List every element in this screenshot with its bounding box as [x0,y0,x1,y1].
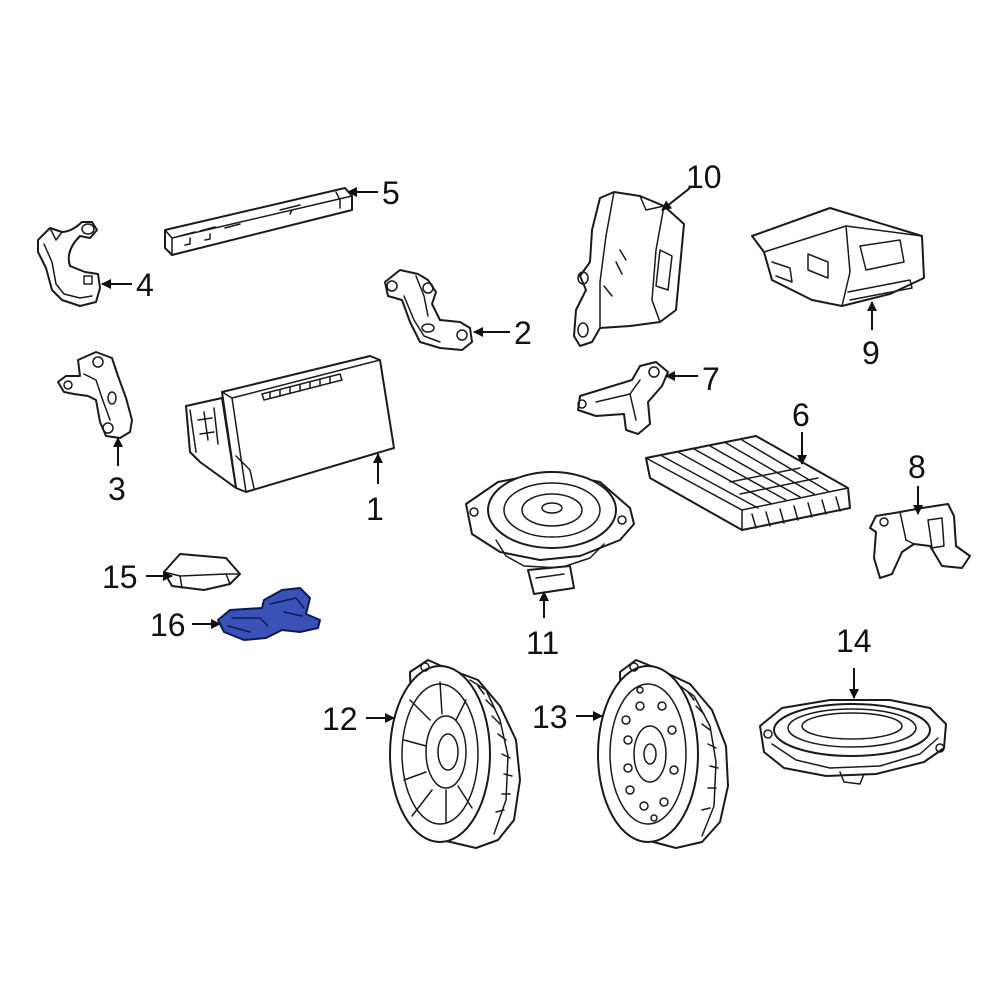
callout-5: 5 [382,175,400,211]
callout-11: 11 [526,625,559,661]
callout-13: 13 [532,699,568,735]
callout-6: 6 [792,397,810,433]
part-7-bracket[interactable] [577,361,669,435]
callout-7: 7 [702,361,720,397]
part-5-bar[interactable] [164,187,353,256]
callout-15: 15 [102,559,138,595]
callout-12: 12 [322,701,358,737]
callout-9: 9 [862,335,880,371]
part-9-module[interactable] [751,207,925,307]
callout-1: 1 [366,491,384,527]
part-3-bracket[interactable] [57,351,133,439]
leader-lines [101,187,923,723]
part-15-block[interactable] [163,553,241,591]
part-10-module[interactable] [573,191,685,347]
callout-16: 16 [150,607,186,643]
part-6-amplifier[interactable] [645,435,851,531]
callout-14: 14 [836,623,872,659]
part-16-bracket[interactable] [217,587,321,641]
callout-2: 2 [514,315,532,351]
part-16-body [217,587,321,641]
callout-4: 4 [136,267,154,303]
part-11-speaker[interactable] [465,471,635,595]
callout-10: 10 [686,159,722,195]
part-1-head-unit[interactable] [185,355,395,493]
part-12-speaker[interactable] [389,659,521,849]
callout-numbers: 1 2 3 4 5 6 7 8 9 10 11 12 13 14 15 16 [102,159,926,737]
part-8-bracket[interactable] [869,503,971,579]
part-13-speaker[interactable] [597,659,729,849]
part-14-speaker[interactable] [759,699,947,785]
callout-3: 3 [108,471,126,507]
part-2-bracket[interactable] [384,269,473,351]
callout-8: 8 [908,449,926,485]
part-4-bracket[interactable] [37,221,101,307]
